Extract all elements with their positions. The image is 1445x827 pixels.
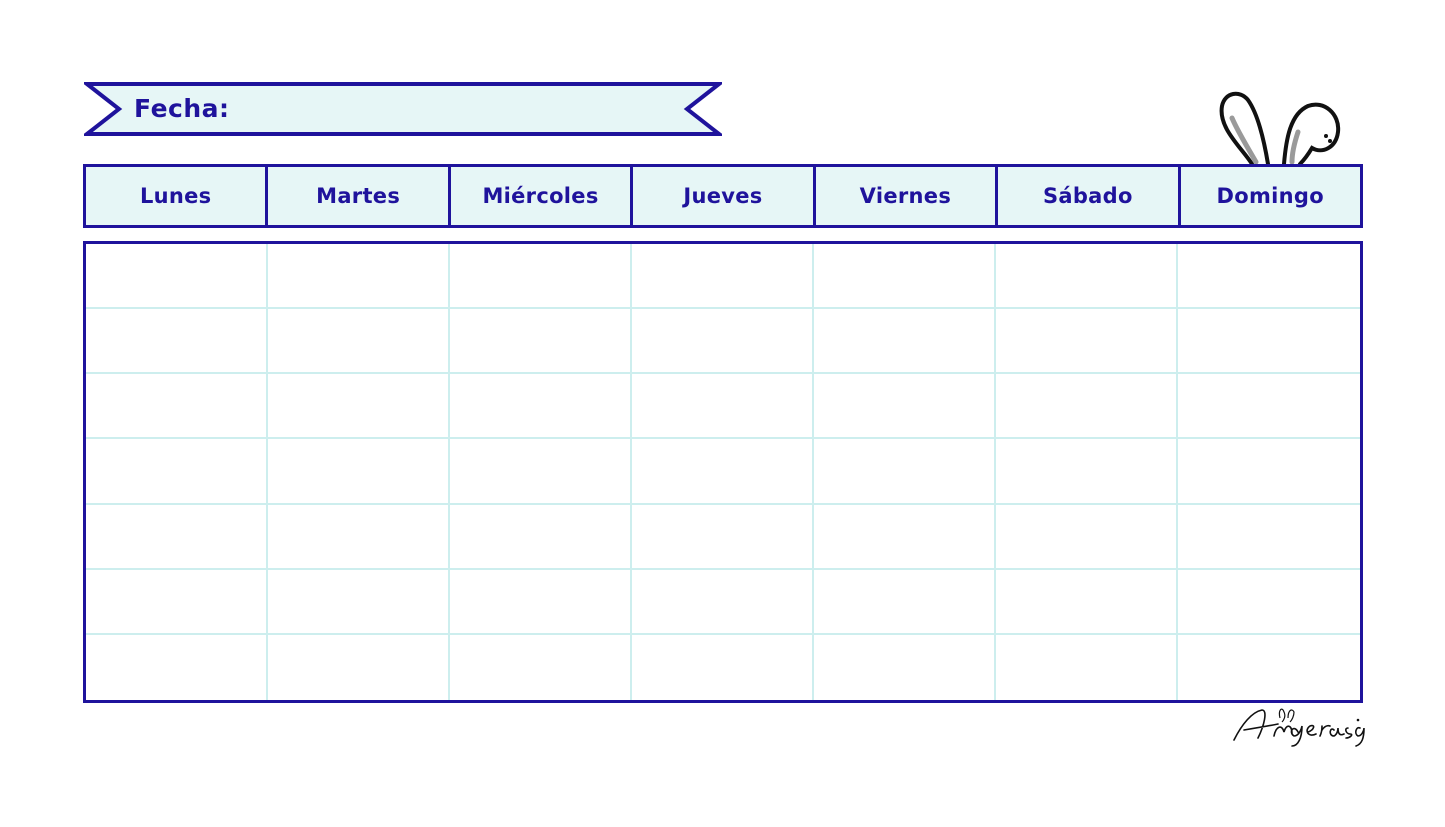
planner-cell [814,244,996,310]
planner-cell [814,309,996,375]
planner-cell [86,309,268,375]
signature-logo [1233,708,1365,747]
planner-cell [450,309,632,375]
planner-cell [1178,309,1360,375]
planner-cell [1178,374,1360,440]
planner-cell [996,634,1178,700]
planner-cell [86,569,268,635]
planner-cell [1178,505,1360,570]
planner-cell [814,504,996,570]
day-header-miercoles: Miércoles [451,167,634,225]
bunny-ears-icon [1219,91,1341,166]
planner-cell [86,374,268,440]
planner-cell [814,439,996,505]
planner-cell [450,374,632,440]
planner-cell [1178,635,1360,700]
planner-cell [268,634,450,700]
weekday-header-row: Lunes Martes Miércoles Jueves Viernes Sá… [83,164,1363,228]
planner-cell [632,244,814,310]
planner-cell [632,569,814,635]
day-header-lunes: Lunes [86,167,269,225]
day-header-domingo: Domingo [1216,184,1324,208]
planner-cell [996,244,1178,310]
planner-cell [996,309,1178,375]
planner-cell [996,504,1178,570]
planner-cell [996,374,1178,440]
planner-cell [632,374,814,440]
planner-cell [1178,244,1360,310]
planner-cell [632,634,814,700]
planner-cell [86,439,268,505]
planner-cell [450,504,632,570]
day-header-sabado: Sábado [998,167,1181,225]
planner-cell [268,439,450,505]
planner-cell [450,439,632,505]
planner-cell [814,374,996,440]
day-header-viernes: Viernes [816,167,999,225]
planner-cell [814,569,996,635]
planner-cell [450,634,632,700]
planner-cell [996,439,1178,505]
planner-cell [450,244,632,310]
planner-cell [632,309,814,375]
planner-cell [268,309,450,375]
planner-cell [632,504,814,570]
planner-cell [268,504,450,570]
ribbon-shape [84,82,722,136]
planner-cell [86,504,268,570]
date-banner: Fecha: [84,82,722,137]
planner-cell [1178,570,1360,635]
planner-cell [268,569,450,635]
planner-grid [83,241,1363,703]
planner-cell [632,439,814,505]
planner-cell [268,244,450,310]
planner-cell [268,374,450,440]
planner-cell [996,569,1178,635]
day-header-martes: Martes [268,167,451,225]
planner-cell [86,244,268,310]
planner-cell [1178,439,1360,505]
day-header-jueves: Jueves [633,167,816,225]
planner-cell [450,569,632,635]
date-label: Fecha: [134,94,230,123]
planner-cell [86,634,268,700]
planner-cell [814,634,996,700]
